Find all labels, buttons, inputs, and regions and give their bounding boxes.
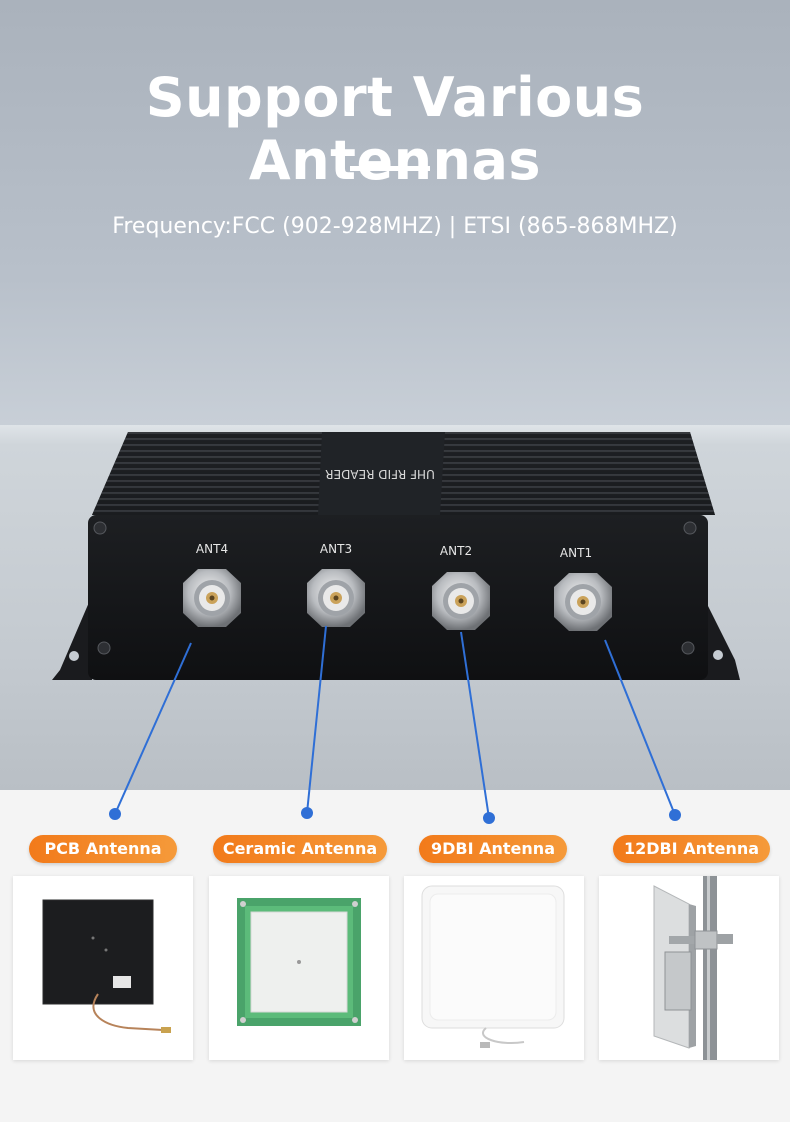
rfid-reader-device: UHF RFID READER bbox=[52, 432, 740, 680]
12dbi-antenna-card bbox=[599, 876, 779, 1060]
ceramic-antenna-image bbox=[237, 898, 361, 1026]
page-title: Support Various Antennas bbox=[145, 66, 645, 192]
connector-ant2 bbox=[432, 572, 490, 630]
device-top-label: UHF RFID READER bbox=[325, 467, 435, 481]
dot-9dbi bbox=[483, 812, 495, 824]
9dbi-antenna-card bbox=[404, 876, 584, 1060]
title-divider bbox=[350, 166, 430, 171]
line-ant2-9dbi bbox=[460, 631, 490, 819]
pcb-antenna-image bbox=[42, 899, 171, 1033]
port-labels: ANT4 ANT3 ANT2 ANT1 bbox=[196, 542, 592, 560]
line-ant1-12dbi bbox=[604, 639, 676, 816]
line-ant3-ceramic bbox=[306, 625, 327, 814]
line-ant4-pcb bbox=[114, 642, 192, 815]
connector-ant1 bbox=[554, 573, 612, 631]
antenna-label-9dbi: 9DBI Antenna bbox=[419, 835, 567, 863]
antenna-connectors bbox=[183, 569, 612, 631]
antenna-label-ceramic: Ceramic Antenna bbox=[213, 835, 387, 863]
frequency-subtitle: Frequency:FCC (902-928MHZ) | ETSI (865-8… bbox=[112, 214, 678, 239]
port-label-ant4: ANT4 bbox=[196, 542, 228, 556]
connector-ant4 bbox=[183, 569, 241, 627]
antenna-label-12dbi: 12DBI Antenna bbox=[613, 835, 770, 863]
port-label-ant3: ANT3 bbox=[320, 542, 352, 556]
port-label-ant1: ANT1 bbox=[560, 546, 592, 560]
dot-12dbi bbox=[669, 809, 681, 821]
dot-pcb bbox=[109, 808, 121, 820]
antenna-label-pcb: PCB Antenna bbox=[29, 835, 177, 863]
12dbi-antenna-image bbox=[653, 876, 733, 1060]
pcb-antenna-card bbox=[13, 876, 193, 1060]
dot-ceramic bbox=[301, 807, 313, 819]
ceramic-antenna-card bbox=[209, 876, 389, 1060]
connector-ant3 bbox=[307, 569, 365, 627]
port-label-ant2: ANT2 bbox=[440, 544, 472, 558]
9dbi-antenna-image bbox=[421, 885, 565, 1048]
